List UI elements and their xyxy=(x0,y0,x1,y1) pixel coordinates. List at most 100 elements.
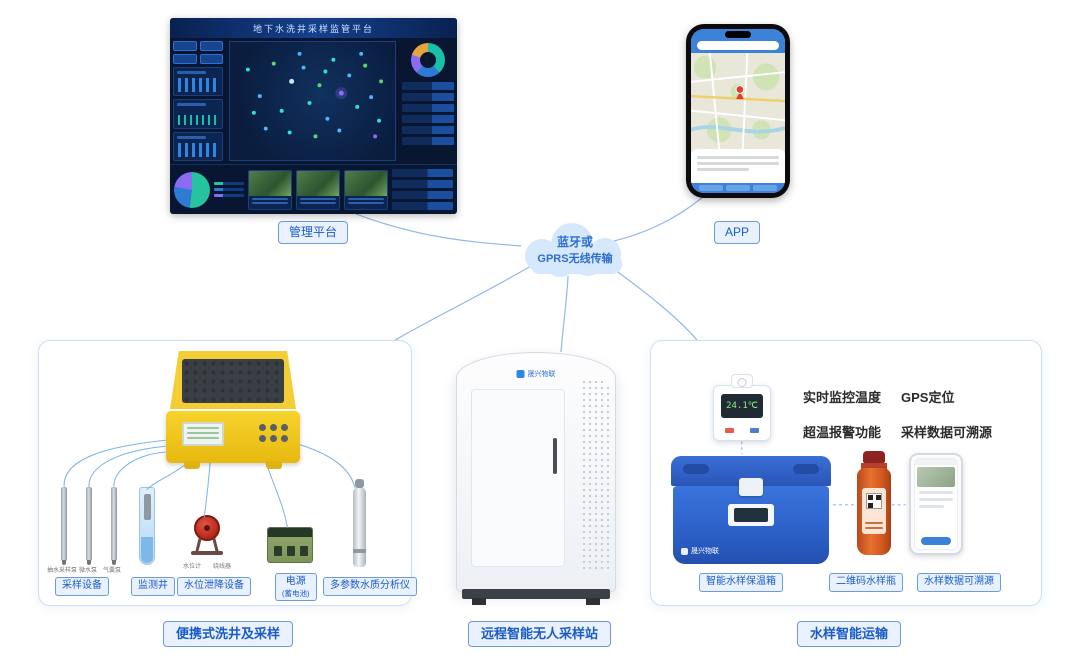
water-quality-probe xyxy=(353,479,366,567)
dashboard-stat-panel xyxy=(173,131,223,161)
monitoring-well-tube xyxy=(139,487,155,565)
case-foam xyxy=(182,359,284,403)
transport-panel: 24.1℃ 实时监控温度 GPS定位 超温报警功能 采样数据可溯源 晟兴物联 xyxy=(650,340,1042,606)
reel-label-1: 水位计 xyxy=(183,564,202,570)
feature-traceable: 采样数据可溯源 xyxy=(901,425,993,440)
power-label-sub: (蓄电池) xyxy=(282,588,310,598)
app-label: APP xyxy=(714,221,761,244)
brand-text: 晟兴物联 xyxy=(527,371,556,378)
sampling-station-cabinet: 晟兴物联 xyxy=(456,352,616,605)
label-monitoring-well: 监测井 xyxy=(131,577,175,596)
portable-case xyxy=(166,351,300,469)
reel-label-2: 绕线器 xyxy=(213,564,232,570)
reel-base xyxy=(191,551,223,555)
trace-photo xyxy=(917,467,955,487)
qr-code-icon xyxy=(866,493,882,509)
transmission-cloud: 蓝牙或 GPRS无线传输 xyxy=(512,220,638,278)
pump-tube xyxy=(111,487,117,565)
phone-notch xyxy=(725,31,751,38)
logger-buttons xyxy=(725,428,759,433)
cabinet-base xyxy=(462,589,610,599)
feature-alarm: 超温报警功能 xyxy=(803,425,882,440)
label-cooler: 智能水样保温箱 xyxy=(699,573,783,592)
site-photo-card xyxy=(296,169,340,210)
cabinet-brand-logo: 晟兴物联 xyxy=(516,369,556,379)
case-display xyxy=(182,422,224,446)
dashboard-filter-chips xyxy=(173,41,223,64)
cabinet-foot xyxy=(472,598,486,605)
cloud-text: 蓝牙或 GPRS无线传输 xyxy=(512,220,638,278)
brand-icon xyxy=(681,547,688,555)
label-power-supply: 电源 (蓄电池) xyxy=(275,573,317,601)
label-qr-bottle: 二维码水样瓶 xyxy=(829,573,903,592)
pump-label-3: 气囊泵 xyxy=(103,568,122,574)
bottle-body xyxy=(857,468,891,555)
bottle-cap xyxy=(863,451,885,463)
well-pump xyxy=(144,494,151,520)
cooler-grip xyxy=(683,464,709,474)
case-buttons xyxy=(259,424,288,442)
logger-screen: 24.1℃ xyxy=(721,394,763,418)
cooler-brand-text: 晟兴物联 xyxy=(691,548,719,555)
dashboard-bar-chart xyxy=(173,67,223,97)
app-search-bar xyxy=(697,41,779,50)
cabinet-foot xyxy=(586,598,600,605)
cabinet-vent-pattern xyxy=(581,379,611,573)
portable-section-label: 便携式洗井及采样 xyxy=(163,621,294,648)
label-traceable: 水样数据可溯源 xyxy=(917,573,1001,592)
dashboard-title: 地下水洗井采样监管平台 xyxy=(252,23,374,34)
cooler-brand-logo: 晟兴物联 xyxy=(681,546,719,556)
cabinet-door xyxy=(471,389,565,567)
bottle-neck xyxy=(861,463,887,469)
dashboard-left-panels xyxy=(170,38,226,164)
dashboard-monitoring-map xyxy=(229,41,396,161)
feature-temperature: 实时监控温度 xyxy=(803,390,882,405)
management-dashboard: 地下水洗井采样监管平台 xyxy=(170,18,457,214)
pump-label-2: 微水泵 xyxy=(79,568,98,574)
label-analyzer: 多参数水质分析仪 xyxy=(323,577,417,596)
reel-wheel xyxy=(194,515,220,541)
cabinet-handle xyxy=(553,438,557,474)
drawdown-device xyxy=(191,515,223,555)
dashboard-bottom-strip xyxy=(170,164,457,214)
insulated-cooler-box: 晟兴物联 xyxy=(671,456,831,564)
app-map xyxy=(691,53,785,149)
dashboard-title-bar: 地下水洗井采样监管平台 xyxy=(170,18,457,38)
platform-label: 管理平台 xyxy=(278,221,349,244)
cooler-latch xyxy=(739,478,763,496)
qr-sample-bottle xyxy=(857,451,891,555)
case-lid xyxy=(170,351,296,409)
equipment-cables xyxy=(63,439,356,528)
cloud-icon xyxy=(525,223,622,277)
logger-clip xyxy=(731,374,753,388)
app-action-bar xyxy=(691,183,785,193)
map-dots xyxy=(245,51,384,139)
transport-features: 实时监控温度 GPS定位 超温报警功能 采样数据可溯源 xyxy=(803,387,992,441)
case-foot xyxy=(184,461,200,469)
transport-links xyxy=(741,441,906,506)
battery-power-box xyxy=(267,527,313,563)
dashboard-right-panels xyxy=(399,38,457,164)
case-base xyxy=(166,411,300,469)
station-section-label: 远程智能无人采样站 xyxy=(468,621,612,648)
dashboard-pie-chart xyxy=(174,171,210,208)
dashboard-donut-chart xyxy=(411,43,445,77)
cooler-display xyxy=(728,504,774,526)
pie-legend xyxy=(214,182,244,197)
cabinet-body: 晟兴物联 xyxy=(456,352,616,592)
pump-label-1: 抽水采样泵 xyxy=(47,568,78,574)
app-info-card xyxy=(691,149,785,183)
dashboard-data-rows xyxy=(392,169,453,210)
cloud-line1: 蓝牙或 xyxy=(556,234,593,249)
feature-gps: GPS定位 xyxy=(901,390,955,405)
cooler-grip xyxy=(793,464,819,474)
brand-icon xyxy=(516,370,525,378)
trace-phone-screen xyxy=(914,458,958,550)
trace-phone xyxy=(909,453,963,555)
bottle-label xyxy=(862,488,886,534)
app-map-graphics xyxy=(691,53,785,149)
portable-sampling-panel: 抽水采样泵 微水泵 气囊泵 水位计 绕线器 采样设备 监测井 水位泄降设备 电源… xyxy=(38,340,417,606)
site-photo-card xyxy=(248,169,292,210)
